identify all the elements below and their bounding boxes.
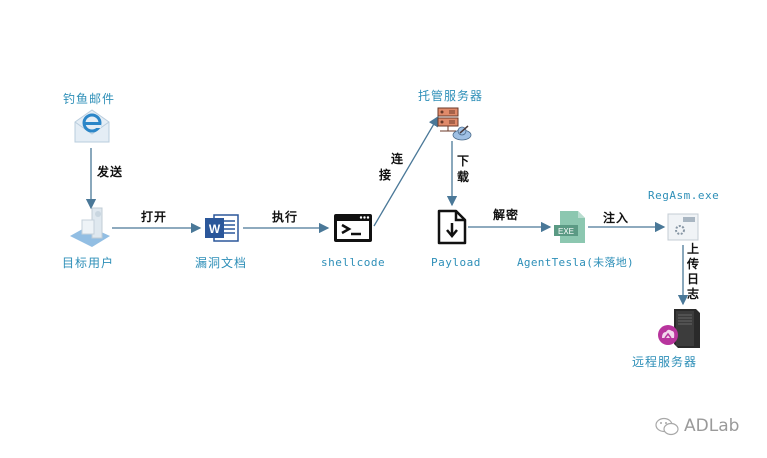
- shellcode-label: shellcode: [321, 256, 386, 269]
- phishing-email-label: 钓鱼邮件: [63, 92, 116, 106]
- tower-server-icon: [656, 307, 702, 349]
- edge-label-connect-1: 连: [390, 152, 403, 166]
- watermark-text: ADLab: [684, 416, 740, 436]
- download-file-icon: [436, 209, 468, 245]
- exe-badge: EXE: [558, 227, 574, 236]
- edge-label-download-2: 载: [456, 170, 469, 184]
- svg-text:W: W: [209, 222, 221, 236]
- edge-label-inject: 注入: [603, 211, 630, 225]
- vuln-doc-label: 漏洞文档: [195, 256, 248, 270]
- edge-label-decrypt: 解密: [493, 208, 520, 222]
- edge-label-execute: 执行: [272, 210, 299, 224]
- edge-label-upload-3: 日: [686, 272, 699, 286]
- terminal-icon: [333, 213, 373, 243]
- edge-label-upload-1: 上: [686, 242, 699, 256]
- target-user-label: 目标用户: [62, 256, 115, 270]
- email-ie-icon: [73, 108, 111, 144]
- edge-label-upload-2: 传: [686, 257, 699, 271]
- edge-label-upload-4: 志: [686, 287, 699, 301]
- user-computer-icon: [68, 206, 112, 248]
- application-window-icon: [667, 213, 699, 241]
- agenttesla-label: AgentTesla(未落地): [517, 256, 634, 269]
- edge-label-connect-2: 接: [378, 168, 391, 182]
- edge-label-open: 打开: [141, 210, 168, 224]
- regasm-label: RegAsm.exe: [648, 189, 720, 202]
- hosting-server-label: 托管服务器: [418, 89, 484, 103]
- server-cloud-icon: [436, 106, 472, 142]
- payload-label: Payload: [431, 256, 481, 269]
- word-document-icon: W: [204, 213, 240, 243]
- wechat-icon: [655, 417, 679, 437]
- exe-file-icon: EXE: [552, 210, 588, 244]
- edge-label-download-1: 下: [456, 154, 469, 168]
- edge-label-send: 发送: [97, 165, 124, 179]
- remote-server-label: 远程服务器: [632, 355, 698, 369]
